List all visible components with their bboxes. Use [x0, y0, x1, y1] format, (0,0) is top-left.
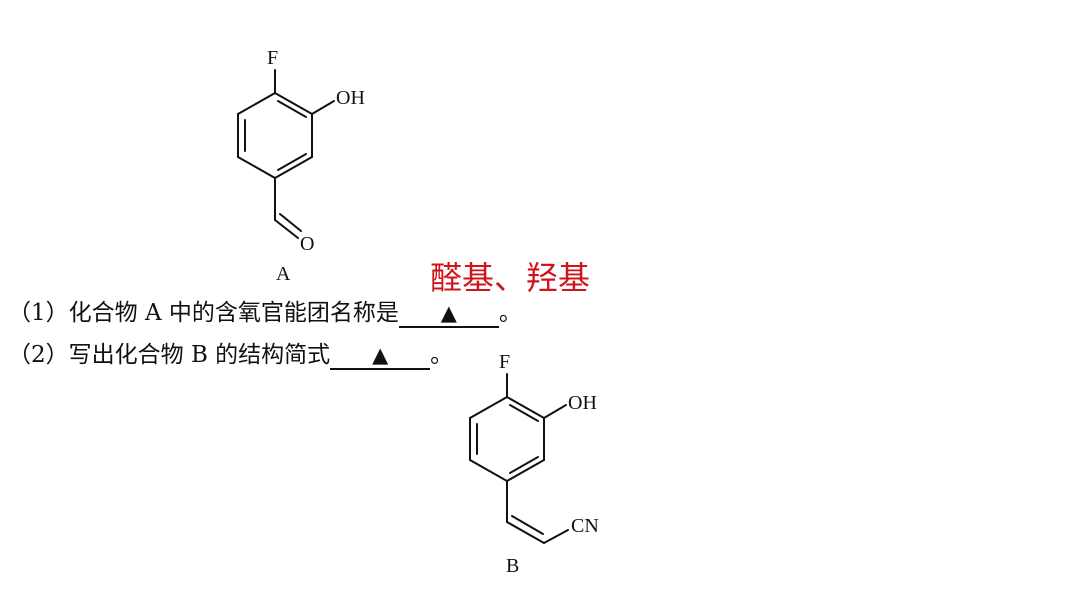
question-1: （1） 化合物 A 中的含氧官能团名称是 ▲ 。 [8, 298, 522, 328]
answer-blank[interactable]: ▲ [330, 342, 431, 370]
a-inner-double-bond [277, 100, 307, 118]
question-text: 写出化合物 B 的结构简式 [68, 342, 331, 368]
b-ring-bond [506, 396, 545, 419]
question-text: 化合物 A 中的含氧官能团名称是 [68, 300, 399, 326]
b-hydroxyl-label: OH [568, 392, 597, 414]
a-ring-bond [274, 156, 313, 179]
b-alkene-double-bond [511, 515, 544, 535]
question-number: （2） [8, 342, 69, 368]
a-fluorine-label: F [267, 47, 278, 69]
compound-b-label: B [506, 555, 519, 577]
a-oxygen-label: O [300, 233, 314, 255]
a-ring-bond [237, 156, 276, 179]
handwritten-answer: 醛基、羟基 [430, 259, 591, 297]
a-ring-bond [237, 92, 276, 115]
b-ring-bond [469, 459, 508, 482]
compound-b-structure [469, 373, 569, 544]
b-inner-double-bond [509, 456, 539, 474]
question-number: （1） [8, 300, 69, 326]
a-inner-double-bond [277, 153, 307, 171]
compound-a-label: A [276, 263, 291, 285]
question-end-mark: 。 [498, 300, 522, 326]
a-co-double-bond [274, 219, 299, 239]
b-alkene-double-bond [506, 521, 545, 544]
a-oh-bond [311, 100, 335, 115]
b-ring-bond [506, 459, 545, 482]
a-hydroxyl-label: OH [336, 87, 365, 109]
b-cn-bond [543, 529, 569, 544]
question-end-mark: 。 [430, 342, 454, 368]
b-ring-bond [469, 396, 508, 419]
b-inner-double-bond [509, 404, 539, 422]
b-fluorine-label: F [499, 351, 510, 373]
compound-a-structure [237, 69, 335, 239]
a-co-double-bond [279, 213, 302, 232]
answer-blank[interactable]: ▲ [398, 300, 499, 328]
b-oh-bond [543, 404, 567, 419]
question-2: （2） 写出化合物 B 的结构简式 ▲ 。 [8, 340, 453, 370]
a-ring-bond [274, 92, 313, 115]
b-nitrile-label: CN [571, 515, 599, 537]
